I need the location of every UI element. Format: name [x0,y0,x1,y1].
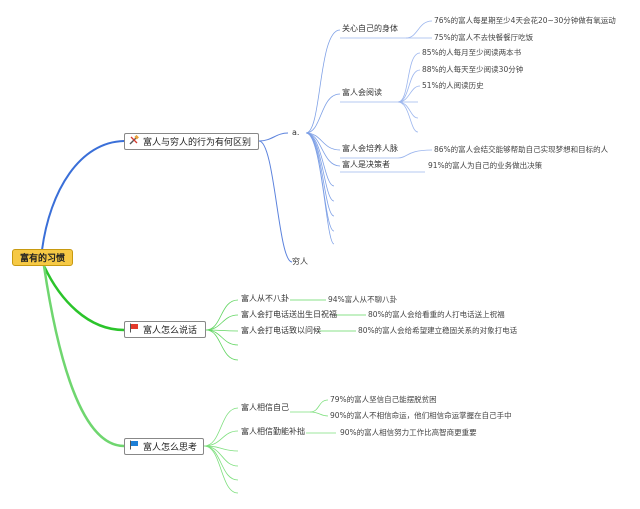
leaf-text[interactable]: 80%的富人会给看重的人打电话送上祝福 [368,310,505,319]
root-topic[interactable]: 富有的习惯 [12,249,73,266]
blue-flag-icon [129,440,139,453]
speech-item-node[interactable]: 富人会打电话致以问候 [241,326,321,335]
leaf-text[interactable]: 88%的人每天至少阅读30分钟 [422,65,524,74]
decision-node[interactable]: 富人是决策者 [342,160,390,169]
leaf-text[interactable]: 90%的富人不相信命运，他们相信命运掌握在自己手中 [330,411,512,420]
red-flag-icon [129,323,139,336]
connector-node[interactable]: a. [292,128,300,137]
leaf-text[interactable]: 86%的富人会结交能够帮助自己实现梦想和目标的人 [434,145,609,154]
leaf-text[interactable]: 94%富人从不聊八卦 [328,295,398,304]
leaf-text[interactable]: 85%的人每月至少阅读两本书 [422,48,522,57]
branch-speech[interactable]: 富人怎么说话 [124,321,206,338]
diligence-node[interactable]: 富人相信勤能补拙 [241,427,305,436]
reading-node[interactable]: 富人会阅读 [342,88,382,97]
branch-thinking-label: 富人怎么思考 [143,443,198,453]
leaf-text[interactable]: 76%的富人每星期至少4天会花20~30分钟做有氧运动 [434,16,616,25]
leaf-text[interactable]: 51%的人阅读历史 [422,81,484,90]
leaf-text[interactable]: 90%的富人相信努力工作比高智商更重要 [340,428,477,437]
branch-behavior-label: 富人与穷人的行为有何区别 [143,138,252,148]
branch-thinking[interactable]: 富人怎么思考 [124,438,204,455]
leaf-text[interactable]: 91%的富人为自己的业务做出决策 [428,161,543,170]
care-body-node[interactable]: 关心自己的身体 [342,24,398,33]
speech-item-node[interactable]: 富人会打电话送出生日祝福 [241,310,337,319]
leaf-text[interactable]: 75%的富人不去快餐餐厅吃饭 [434,33,534,42]
poor-node[interactable]: 穷人 [292,257,308,266]
branch-behavior[interactable]: 富人与穷人的行为有何区别 [124,133,259,150]
speech-item-node[interactable]: 富人从不八卦 [241,294,289,303]
tools-icon [129,134,139,148]
network-node[interactable]: 富人会培养人脉 [342,144,398,153]
leaf-text[interactable]: 79%的富人坚信自己能摆脱贫困 [330,395,437,404]
leaf-text[interactable]: 80%的富人会给希望建立稳固关系的对象打电话 [358,326,518,335]
branch-speech-label: 富人怎么说话 [143,326,198,336]
believe-node[interactable]: 富人相信自己 [241,403,289,412]
